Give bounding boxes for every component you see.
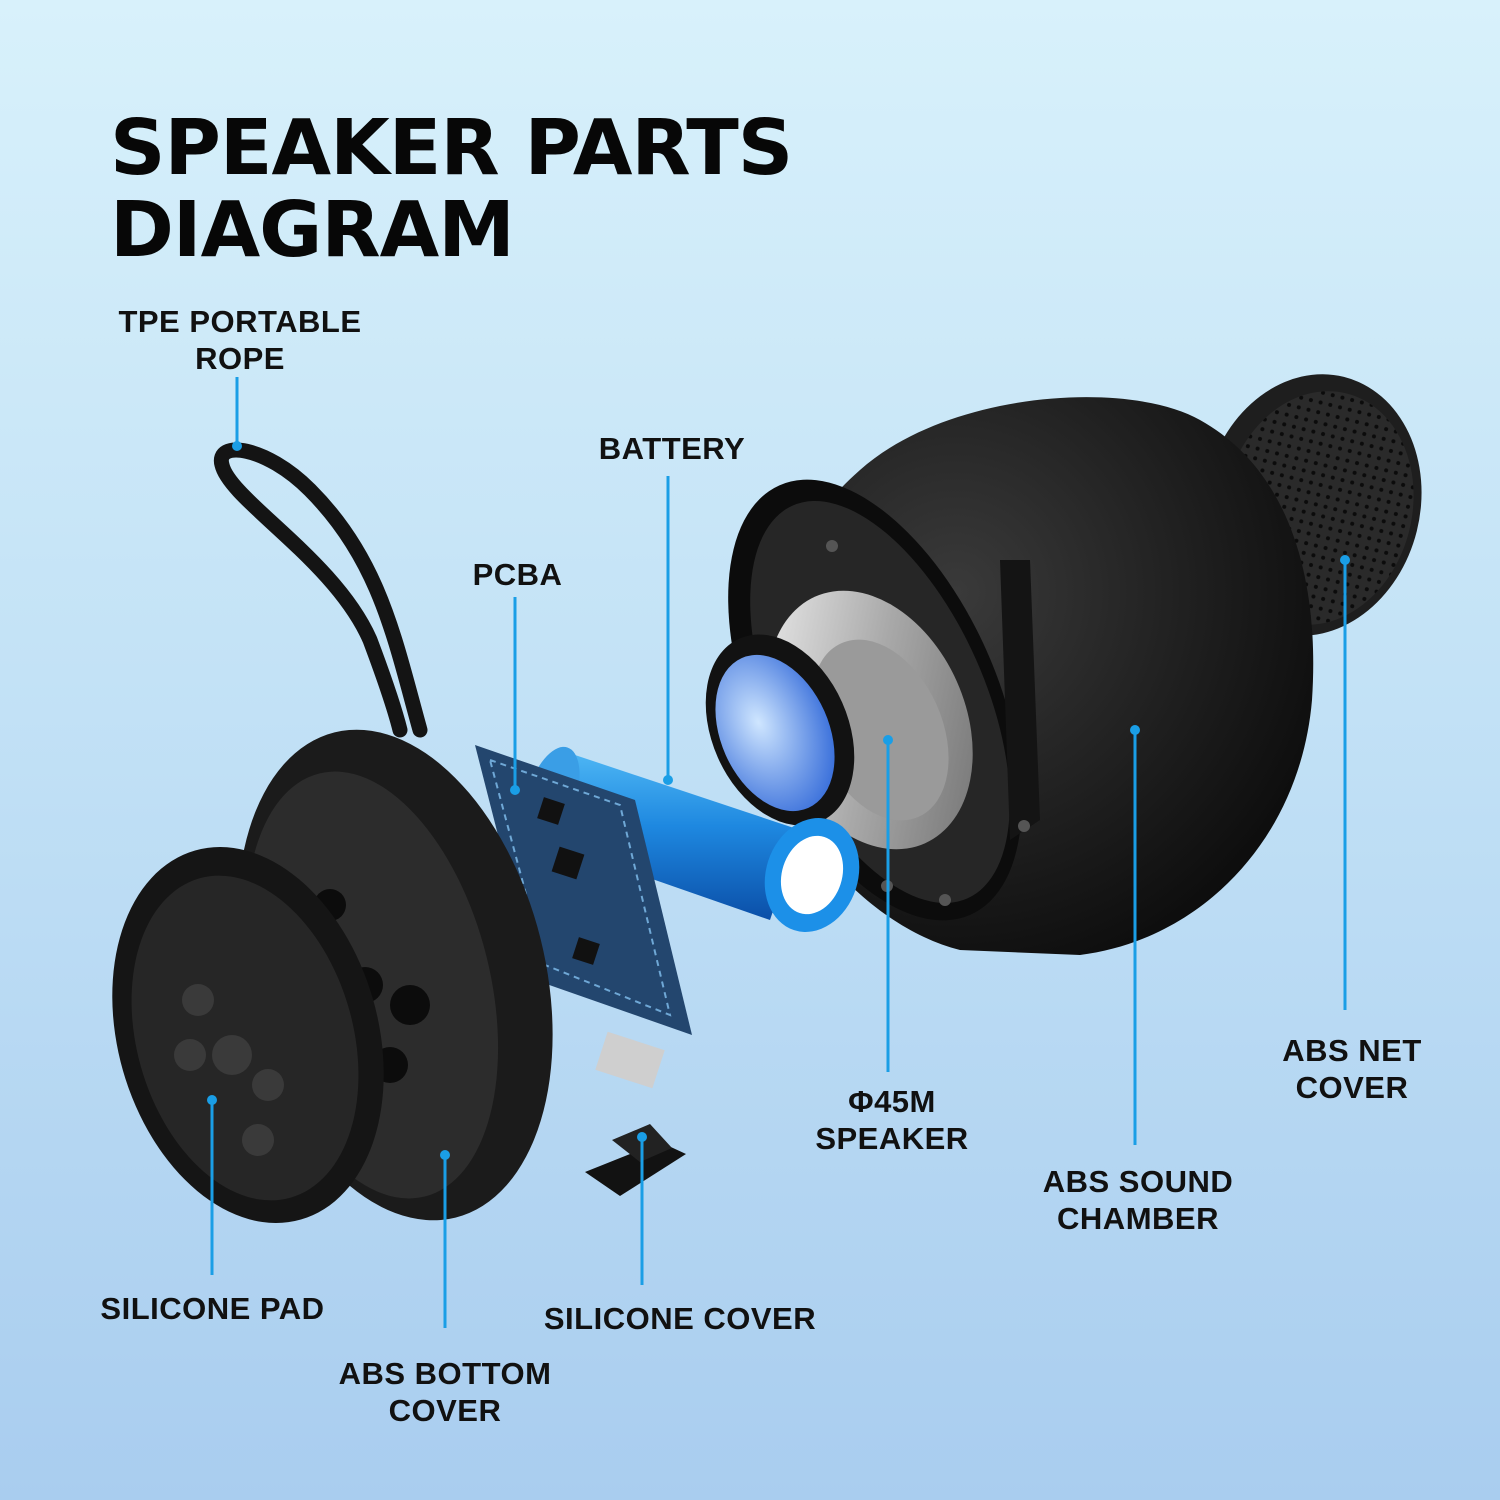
label-battery: BATTERY bbox=[598, 431, 746, 466]
speaker-driver bbox=[705, 590, 973, 850]
label-bottom-cover: ABS BOTTOM COVER bbox=[338, 1356, 552, 1428]
label-net-cover: ABS NET COVER bbox=[1282, 1033, 1422, 1105]
leader-lines bbox=[207, 377, 1350, 1328]
label-pcba: PCBA bbox=[472, 557, 563, 592]
pcba-board bbox=[475, 745, 692, 1089]
label-silicone-pad: SILICONE PAD bbox=[100, 1291, 325, 1326]
title-line-1: SPEAKER PARTS bbox=[110, 104, 793, 193]
silicone-pad bbox=[112, 846, 384, 1224]
label-speaker: Φ45M SPEAKER bbox=[815, 1084, 969, 1156]
label-silicone-cover: SILICONE COVER bbox=[543, 1301, 817, 1336]
silicone-cover bbox=[585, 1124, 686, 1196]
label-tpe-rope: TPE PORTABLE ROPE bbox=[118, 304, 362, 376]
tpe-rope bbox=[213, 442, 428, 738]
title-line-2: DIAGRAM bbox=[110, 186, 515, 275]
label-sound-chamber: ABS SOUND CHAMBER bbox=[1042, 1164, 1234, 1236]
page-title: SPEAKER PARTS DIAGRAM bbox=[110, 104, 793, 275]
